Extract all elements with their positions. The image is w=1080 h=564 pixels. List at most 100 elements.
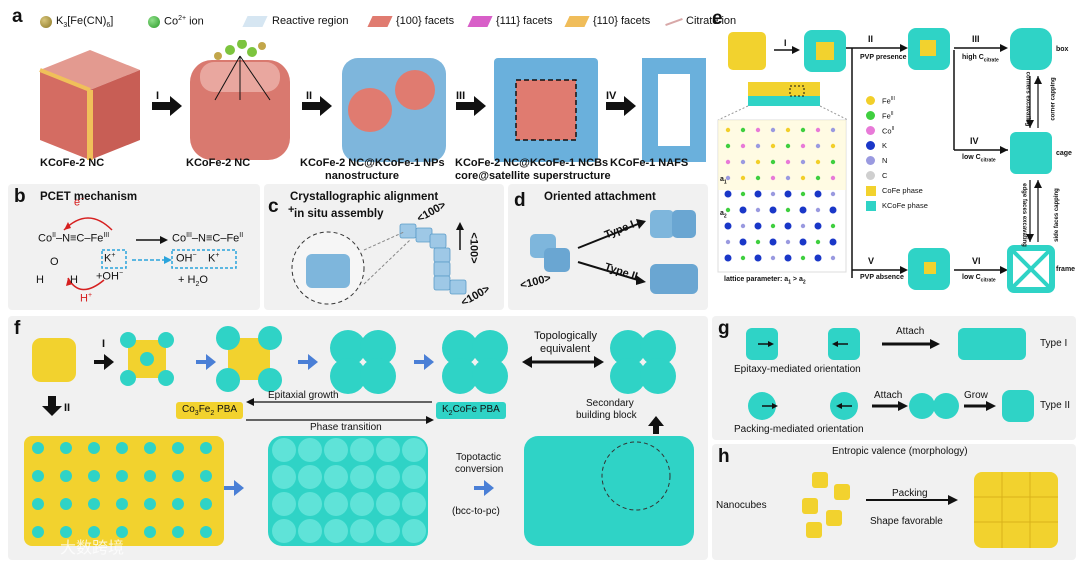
cofe-lattice-node	[200, 498, 212, 510]
cofe-lattice-node	[144, 526, 156, 538]
legend-label-5: C	[882, 171, 888, 180]
legend-swatch-1-icon	[866, 111, 875, 120]
kcofe-lattice-node	[376, 519, 400, 543]
caption-kcofe2-nc-1: KCoFe-2 NC	[40, 157, 105, 169]
edge-faces-excavating: edge faces excavating	[1020, 183, 1027, 247]
cofe-lattice-node	[116, 470, 128, 482]
corner-capping: corner capping	[1050, 77, 1057, 121]
g-packing: Packing-mediated orientation	[734, 424, 864, 435]
lattice-atom	[754, 254, 762, 262]
lattice-atom	[725, 143, 731, 149]
pcet-h2: H	[70, 274, 78, 286]
lattice-atom	[740, 143, 746, 149]
legend-co-ion: Co2+ ion	[164, 15, 204, 28]
cofe-lattice-node	[116, 498, 128, 510]
cofe-lattice-node	[88, 470, 100, 482]
lattice-atom	[770, 223, 776, 229]
pcet-proton: H+	[80, 292, 93, 305]
lattice-atom	[755, 239, 761, 245]
legend-swatch-5-icon	[866, 171, 875, 180]
topologically-equivalent-1: Topologically	[534, 330, 597, 342]
lattice-atom	[770, 255, 776, 261]
kcofe-lattice-node	[350, 438, 374, 462]
caption-nanostructure-a: KCoFe-2 NC@KCoFe-1 NPs	[300, 157, 445, 169]
legend-swatch-3-icon	[866, 141, 875, 150]
lattice-atom	[785, 207, 791, 213]
pcet-k-right: K+	[208, 252, 220, 265]
panel-b-label: b	[14, 186, 26, 207]
topotactic-2: conversion	[455, 464, 504, 475]
legend-label-0: FeIII	[882, 96, 895, 106]
lattice-atom	[725, 127, 731, 133]
lattice-atom	[724, 222, 732, 230]
kcofe-lattice-node	[298, 492, 322, 516]
lattice-atom	[800, 143, 806, 149]
pcet-electron: e−	[74, 196, 85, 209]
h-packing: Packing	[892, 488, 928, 499]
panel-d-illustration	[530, 210, 698, 294]
g-type1: Type I	[1040, 338, 1068, 349]
cofe-lattice-node	[200, 442, 212, 454]
kcofe-lattice-node	[350, 492, 374, 516]
lattice-atom	[815, 127, 821, 133]
lattice-atom	[740, 159, 746, 165]
lattice-atom	[770, 127, 776, 133]
panel-h-illustration	[802, 472, 1058, 548]
lattice-atom	[724, 254, 732, 262]
lattice-atom	[740, 175, 746, 181]
lattice-atom	[814, 254, 822, 262]
cofe-lattice-node	[116, 526, 128, 538]
f111-swatch-icon	[467, 16, 493, 27]
k2cofe-pba-badge: K2CoFe PBA	[436, 402, 506, 419]
cofe-lattice-node	[32, 442, 44, 454]
pcet-oh-right: OH−	[176, 252, 197, 265]
lattice-atom	[785, 239, 791, 245]
lattice-a2: a2	[720, 210, 727, 220]
cofe-lattice-node	[200, 526, 212, 538]
lattice-atom	[815, 175, 821, 181]
cofe-lattice-node	[172, 526, 184, 538]
legend-k3fe: K3[Fe(CN)6]	[56, 15, 114, 30]
lattice-atom	[830, 159, 836, 165]
bcc-to-pc: (bcc-to-pc)	[452, 506, 500, 517]
lattice-atom	[770, 191, 776, 197]
panel-g-label: g	[718, 318, 730, 339]
lattice-atom	[830, 175, 836, 181]
panel-b	[8, 184, 260, 310]
pcet-h1: H	[36, 274, 44, 286]
phase-transition: Phase transition	[310, 422, 382, 433]
lattice-atom	[800, 175, 806, 181]
cofe-lattice-node	[200, 470, 212, 482]
h-shape: Shape favorable	[870, 516, 943, 527]
cofe-lattice-node	[60, 470, 72, 482]
cofe-lattice-node	[60, 498, 72, 510]
lattice-atom	[725, 207, 731, 213]
co3fe2-pba-badge: Co3Fe2 PBA	[176, 402, 244, 419]
caption-nanostructure-b: nanostructure	[325, 170, 399, 182]
kcofe-lattice-node	[324, 438, 348, 462]
lattice-atom	[770, 175, 776, 181]
pcet-k-plus: K+	[104, 252, 116, 265]
lattice-atom	[739, 238, 747, 246]
panel-a-label: a	[12, 6, 23, 27]
lattice-a1: a1	[720, 176, 727, 186]
panel-c-dir-2: <100>	[467, 232, 480, 264]
panel-a-illustration	[39, 40, 706, 162]
lattice-atom	[740, 191, 746, 197]
panel-c-illustration	[291, 222, 467, 305]
kcofe-lattice-node	[402, 465, 426, 489]
legend-reactive: Reactive region	[272, 15, 349, 27]
lattice-atom	[830, 127, 836, 133]
kcofe2-nc-cube-2	[190, 40, 290, 160]
h-title: Entropic valence (morphology)	[832, 446, 968, 457]
legend-label-2: CoII	[882, 126, 895, 136]
cofe-lattice-node	[60, 442, 72, 454]
lattice-atom	[815, 239, 821, 245]
topologically-equivalent-2: equivalent	[540, 343, 591, 355]
lattice-atom	[800, 191, 806, 197]
lattice-atom	[800, 159, 806, 165]
panel-e-illustration	[717, 28, 1055, 293]
g-grow: Grow	[964, 390, 988, 401]
step-e-IV: IV	[970, 136, 979, 146]
legend-label-1: FeII	[882, 111, 894, 121]
